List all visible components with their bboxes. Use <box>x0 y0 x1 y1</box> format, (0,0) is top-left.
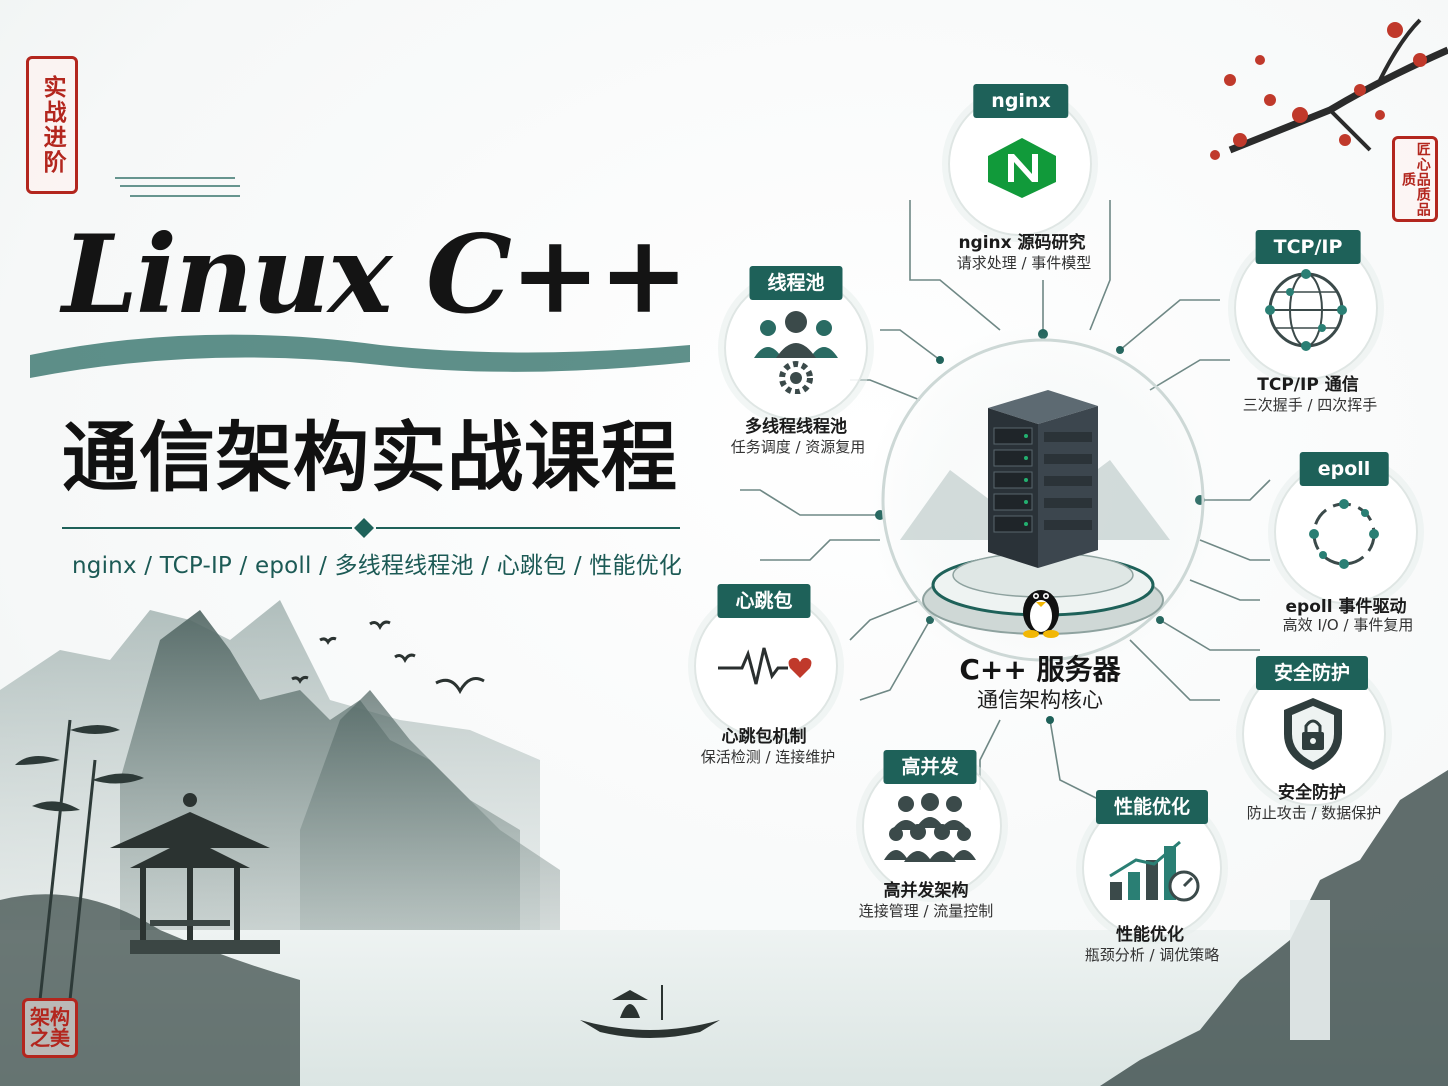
name-nginx: nginx 源码研究 <box>958 233 1086 253</box>
tag-concurrency: 高并发 <box>883 750 977 784</box>
tag-epoll: epoll <box>1299 452 1389 486</box>
server-rack-icon <box>988 390 1098 568</box>
shield-lock-icon <box>1284 698 1342 770</box>
desc-epoll: 高效 I/O / 事件复用 <box>1282 616 1414 634</box>
nginx-logo-icon <box>988 138 1056 198</box>
name-epoll: epoll 事件驱动 <box>1285 597 1407 617</box>
name-threadpool: 多线程线程池 <box>745 417 847 437</box>
tag-heartbeat: 心跳包 <box>717 584 811 618</box>
bamboo-illustration <box>38 719 97 1001</box>
pavilion-illustration <box>110 793 280 954</box>
event-loop-icon <box>1309 499 1379 569</box>
linux-penguin-icon <box>1023 590 1059 638</box>
tag-threadpool: 线程池 <box>749 266 843 300</box>
name-perf: 性能优化 <box>1116 925 1184 945</box>
bar-gauge-icon <box>1109 840 1200 902</box>
subtitle-topics: nginx / TCP-IP / epoll / 多线程线程池 / 心跳包 / … <box>72 553 683 579</box>
network-globe-icon <box>1265 269 1347 351</box>
tag-tcpip: TCP/IP <box>1255 230 1361 264</box>
seal-top-left: 实战进阶 <box>26 56 78 194</box>
heartbeat-icon <box>718 647 812 685</box>
team-gear-icon <box>754 311 838 394</box>
tag-security: 安全防护 <box>1255 656 1369 690</box>
desc-security: 防止攻击 / 数据保护 <box>1246 804 1382 822</box>
tag-perf: 性能优化 <box>1095 790 1209 824</box>
name-concurrency: 高并发架构 <box>883 881 969 901</box>
title-english: Linux C++ <box>62 212 689 338</box>
name-heartbeat: 心跳包机制 <box>721 727 807 747</box>
tag-nginx: nginx <box>973 84 1069 118</box>
desc-nginx: 请求处理 / 事件模型 <box>956 254 1092 272</box>
center-server-name: C++ 服务器 <box>959 653 1121 686</box>
name-security: 安全防护 <box>1278 783 1346 803</box>
birds-illustration <box>291 620 485 695</box>
desc-tcpip: 三次握手 / 四次挥手 <box>1242 396 1378 414</box>
name-tcpip: TCP/IP 通信 <box>1257 375 1359 395</box>
seal-bottom-left: 架构之美 <box>22 998 78 1058</box>
center-server-desc: 通信架构核心 <box>977 688 1103 712</box>
desc-perf: 瓶颈分析 / 调优策略 <box>1084 946 1220 964</box>
desc-threadpool: 任务调度 / 资源复用 <box>730 438 866 456</box>
boat-illustration <box>580 985 720 1038</box>
crowd-icon <box>884 793 976 862</box>
desc-heartbeat: 保活检测 / 连接维护 <box>700 748 836 766</box>
seal-top-right: 匠心品质品质 <box>1392 136 1438 222</box>
desc-concurrency: 连接管理 / 流量控制 <box>858 902 994 920</box>
title-chinese: 通信架构实战课程 <box>62 413 678 502</box>
plum-blossom-branch <box>1210 18 1448 160</box>
